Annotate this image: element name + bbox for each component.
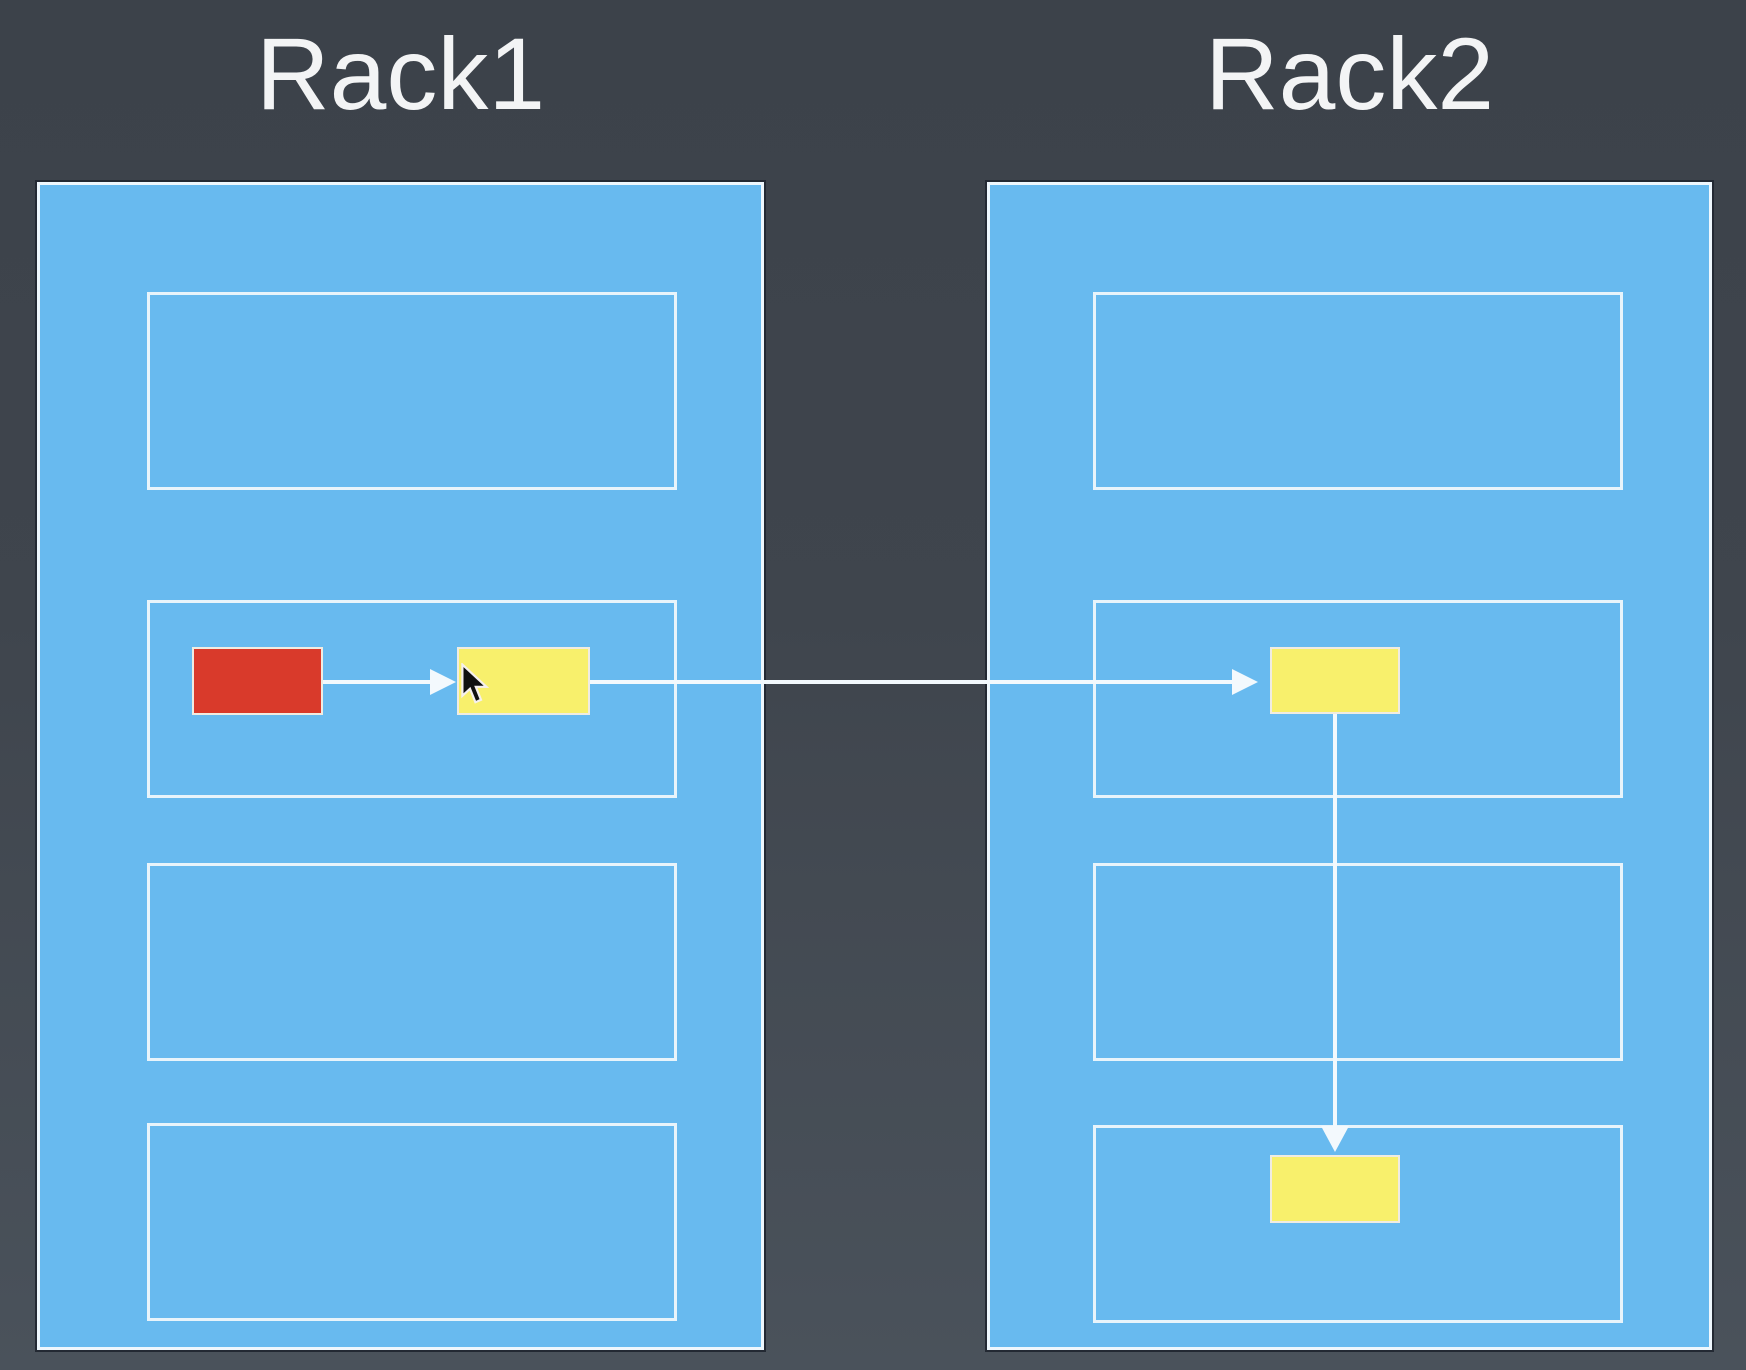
rack2-slot2-replica-block [1270,647,1400,714]
rack2-slot-4 [1093,1125,1623,1323]
connector-red-to-yellow-arrowhead-icon [430,669,456,695]
connector-rack2-down-line [1333,712,1337,1128]
rack1-body [37,182,764,1350]
rack2-slot-3 [1093,863,1623,1061]
rack1-slot-2 [147,600,677,798]
connector-red-to-yellow-line [323,680,432,684]
rack2-slot-1 [1093,292,1623,490]
rack1-slot-4 [147,1123,677,1321]
mouse-cursor-icon [461,663,490,704]
connector-rack2-down-arrowhead-icon [1321,1126,1349,1152]
rack1-slot-3 [147,863,677,1061]
rack1-source-block [192,647,323,715]
rack2-slot-2 [1093,600,1623,798]
rack2-slot4-replica-block [1270,1155,1400,1223]
connector-rack1-to-rack2-line [590,680,1234,684]
rack1-title: Rack1 [255,17,546,131]
rack1-slot-1 [147,292,677,490]
connector-rack1-to-rack2-arrowhead-icon [1232,669,1258,695]
rack2-title: Rack2 [1204,17,1495,131]
